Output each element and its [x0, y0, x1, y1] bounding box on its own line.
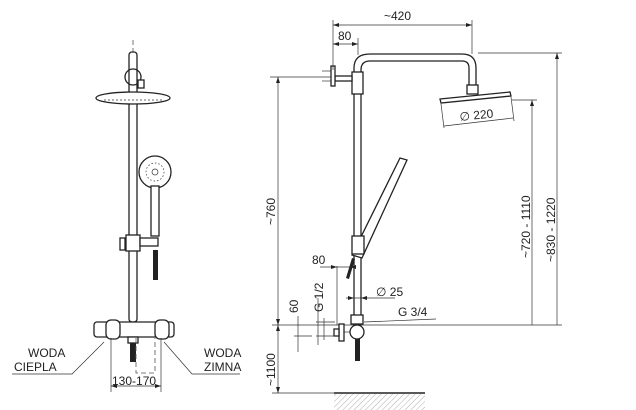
- cold-water-label: WODA: [204, 346, 241, 360]
- cold-water-label: ZIMNA: [204, 360, 241, 374]
- overhead-shower-head: [95, 91, 171, 105]
- hot-water-label: CIEPLA: [14, 360, 57, 374]
- arm-connector: [351, 71, 364, 95]
- arm-length-dimension: ~420: [384, 9, 411, 23]
- wall-elbow: [349, 324, 365, 340]
- hand-shower-head: [138, 155, 172, 189]
- height-760-dimension: ~760: [264, 198, 278, 225]
- hose: [346, 258, 355, 279]
- hand-shower-offset-dimension: 80: [312, 253, 326, 267]
- holder: [139, 237, 159, 247]
- spacing-dimension: 130-170: [112, 374, 156, 388]
- overhead-shower-head: [439, 91, 512, 104]
- top-connector: [124, 68, 142, 86]
- height-1100-dimension: ~1100: [264, 353, 278, 386]
- head-diameter-dimension: ∅ 220: [459, 106, 494, 123]
- nut: [137, 79, 145, 89]
- hot-water-label: WODA: [28, 346, 65, 360]
- outlet-thread-label: G 3/4: [398, 305, 428, 319]
- head-height-range: ~720 - 1110: [519, 195, 533, 258]
- riser-pipe: [353, 74, 362, 326]
- wall-offset-dimension: 80: [338, 29, 352, 43]
- slider-holder: [351, 235, 365, 255]
- hand-shower: [351, 157, 408, 259]
- diverter-knob: [119, 237, 126, 251]
- shower-arm: [353, 53, 477, 87]
- hose: [153, 250, 158, 280]
- inlet-height-dimension: 60: [287, 299, 301, 313]
- top-height-range: ~830 - 1220: [544, 197, 558, 262]
- floor-hatch: [334, 394, 425, 410]
- diverter: [125, 234, 141, 252]
- front-view: 130-170 WODA CIEPLA WODA ZIMNA: [12, 40, 241, 392]
- pipe-diameter-dimension: ∅ 25: [376, 285, 403, 299]
- inlet-thread-label: G 1/2: [312, 282, 326, 312]
- side-view: ~420 80 ∅ 220 ~720 - 1110 ~830 - 1220 ~7…: [264, 9, 562, 410]
- hand-shower-handle: [150, 185, 160, 237]
- outlet-hose: [130, 343, 136, 362]
